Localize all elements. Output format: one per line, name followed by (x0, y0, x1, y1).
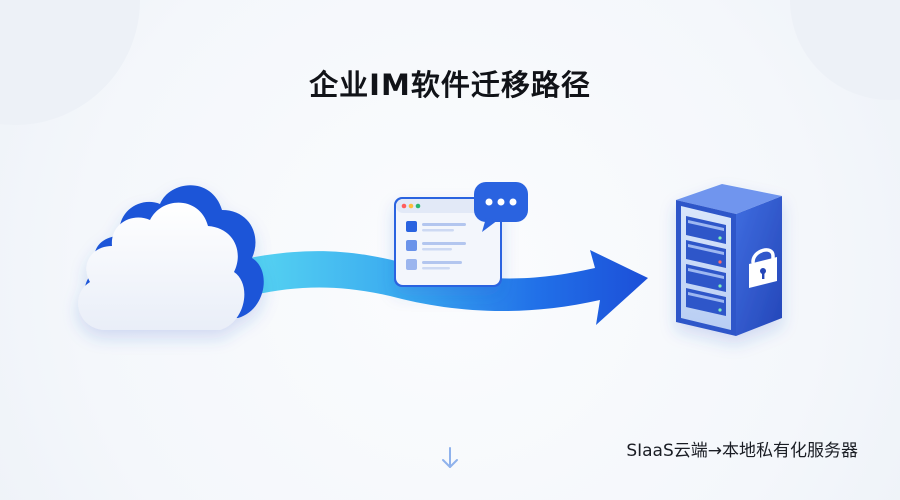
server-icon (676, 184, 782, 336)
chat-window-icon (394, 197, 502, 287)
chat-bubble-icon (474, 182, 528, 232)
migration-caption: SIaaS云端→本地私有化服务器 (626, 441, 858, 461)
chevron-down-icon[interactable] (438, 445, 462, 473)
cloud-icon (78, 185, 264, 330)
migration-arrow-icon (205, 250, 648, 325)
lock-icon (749, 248, 777, 288)
page-title: 企业IM软件迁移路径 (309, 68, 591, 102)
